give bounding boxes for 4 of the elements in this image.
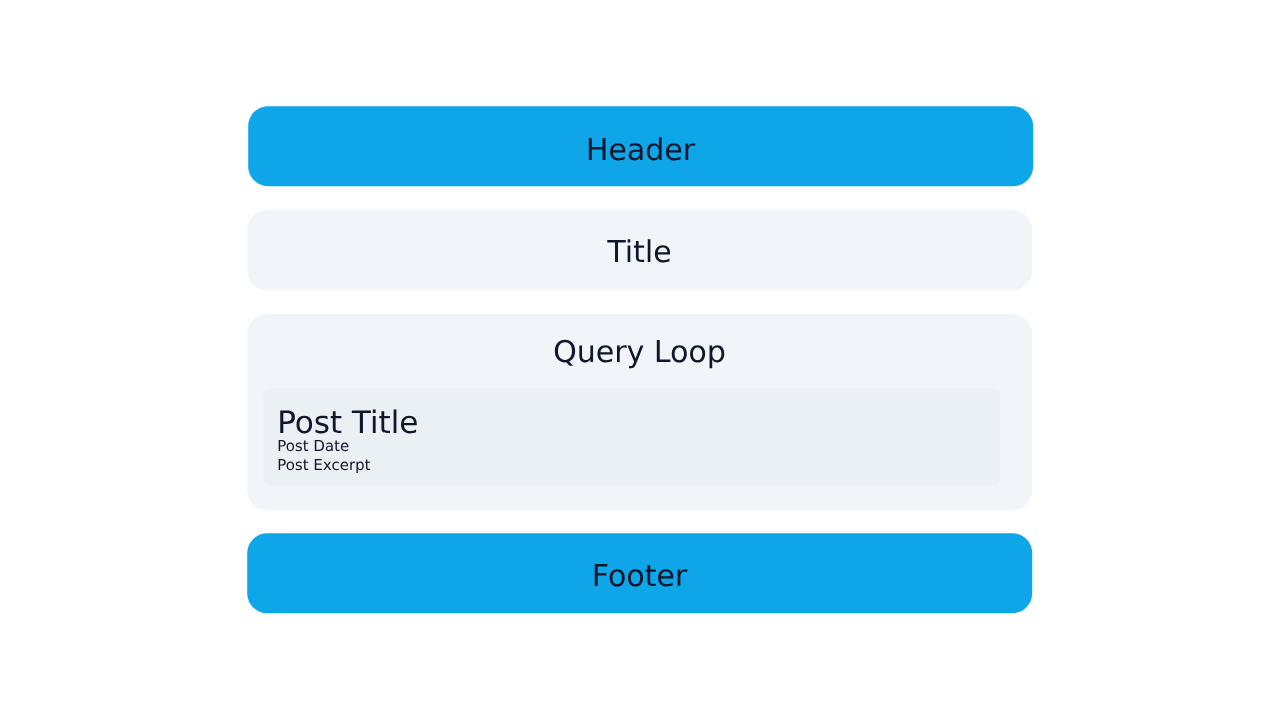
banner: Footer <box>247 533 1033 614</box>
section-box: Title <box>247 210 1033 291</box>
post-card: Post Title Post Date Post Excerpt <box>263 388 1001 486</box>
banner: Header <box>248 106 1034 187</box>
